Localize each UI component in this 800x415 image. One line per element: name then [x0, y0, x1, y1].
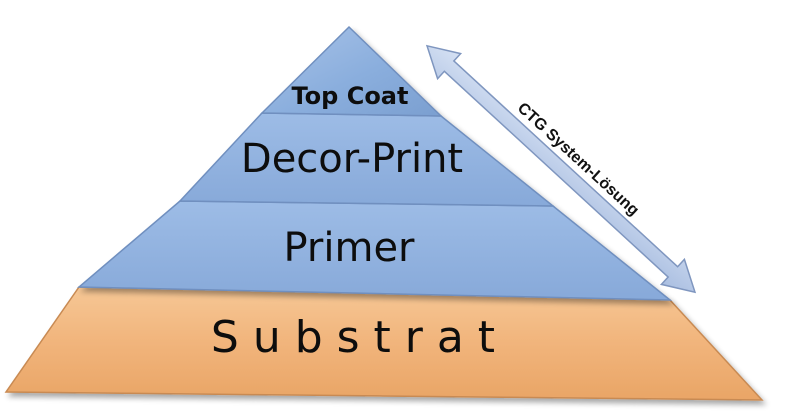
primer-label: Primer	[284, 225, 416, 271]
substrat-label: S u b s t r a t	[211, 312, 495, 363]
top-coat-band	[260, 25, 443, 117]
decor-print-label: Decor-Print	[241, 136, 463, 182]
double-arrow-shape	[425, 44, 697, 294]
top-coat-label: Top Coat	[292, 82, 409, 110]
layer-stack-blue	[77, 25, 673, 301]
